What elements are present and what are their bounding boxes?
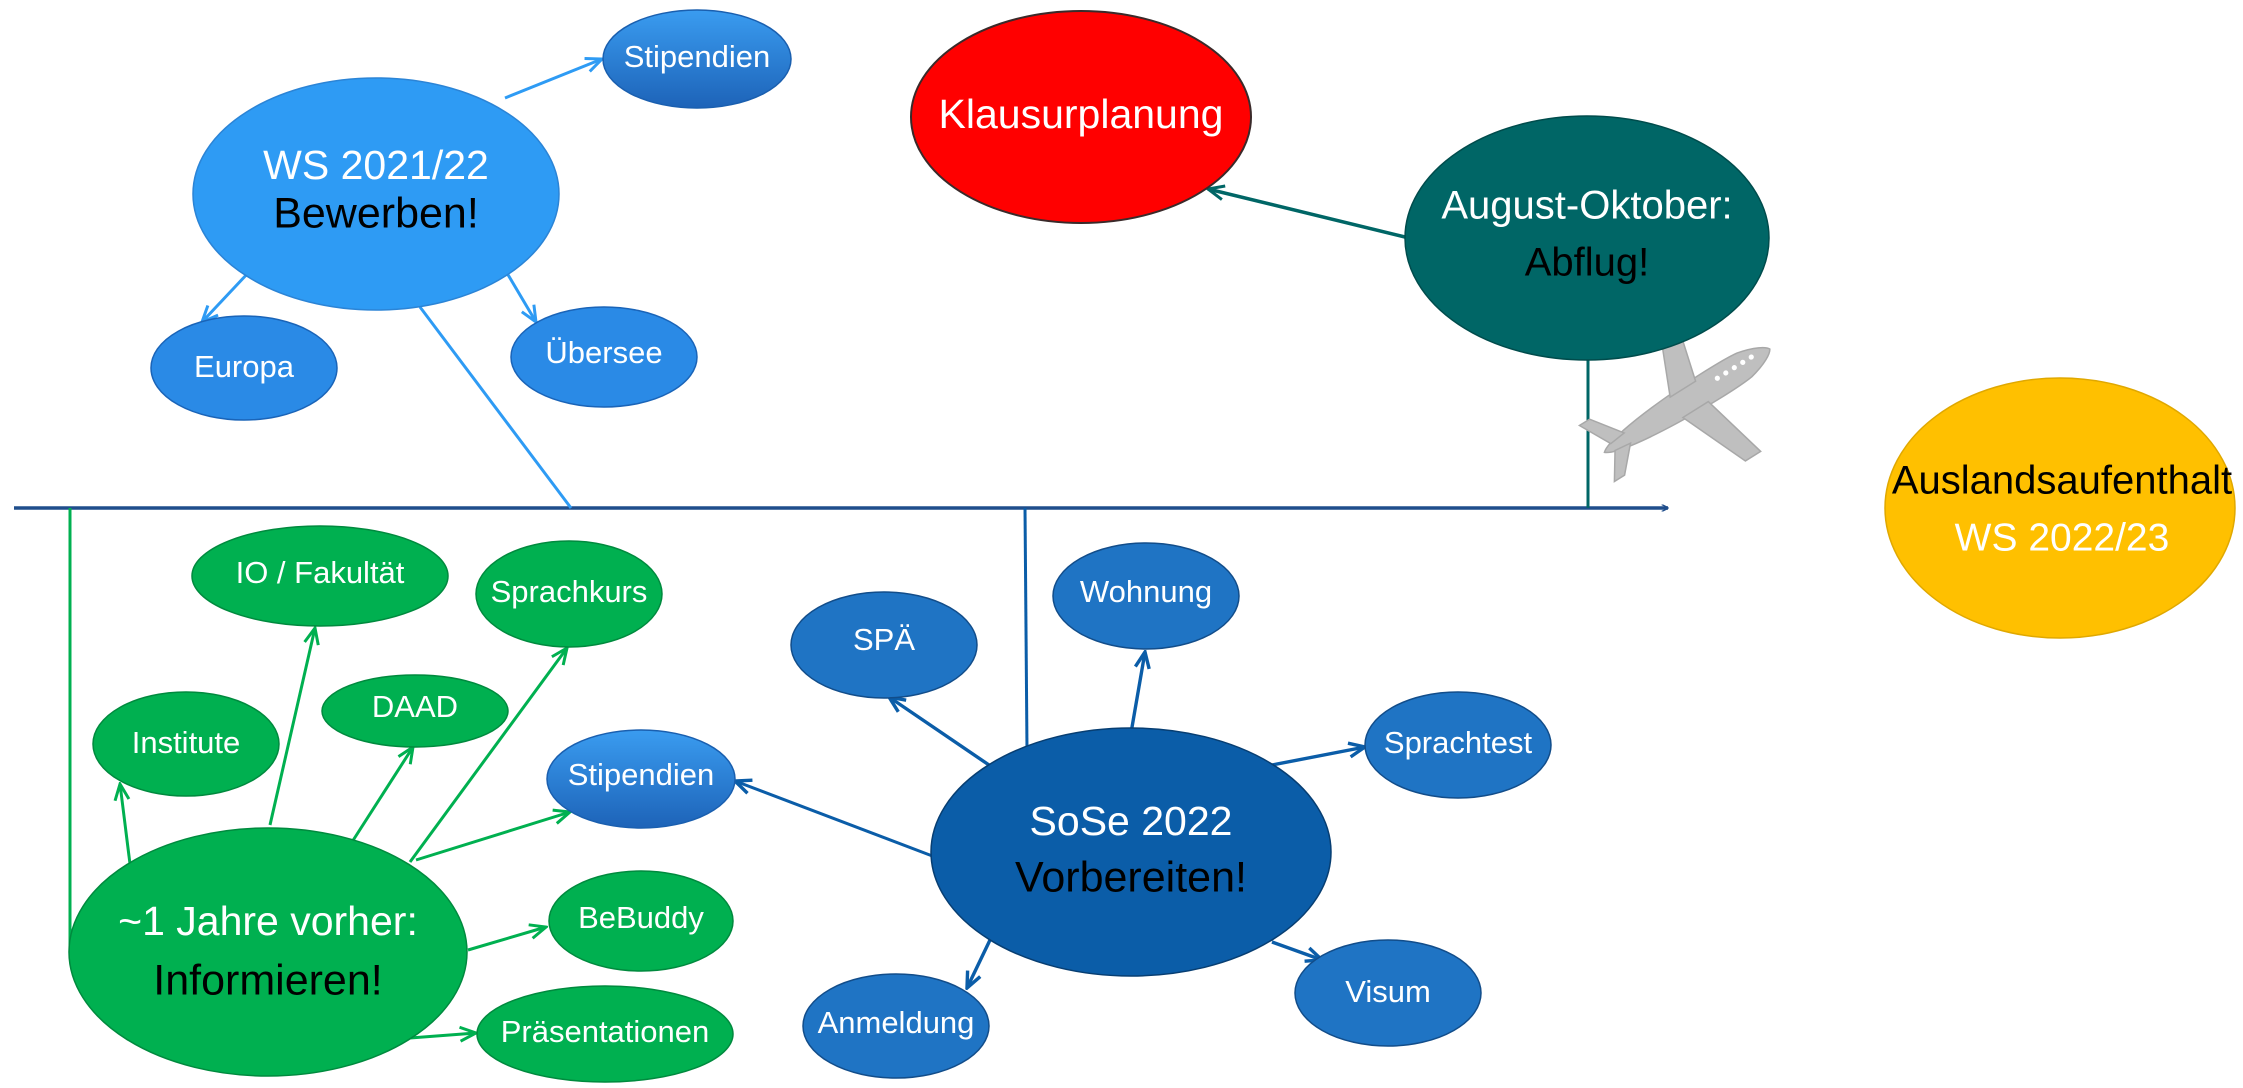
apply-uebersee-bubble: Übersee [510,306,698,408]
departure-phase-node: August-Oktober: Abflug! [1404,115,1770,361]
inform-to-sprachkurs-arrow [408,648,567,863]
apply-phase-node: WS 2021/22 Bewerben! [192,77,560,311]
apply-to-timeline-line [418,306,573,509]
exam-planning-label: Klausurplanung [939,91,1224,137]
inform-institute-label: Institute [132,725,241,760]
apply-to-europa-arrow [202,270,251,322]
prepare-to-spa-arrow [889,697,990,767]
inform-institute-bubble: Institute [92,691,280,797]
prepare-spa-bubble: SPÄ [790,591,978,699]
exam-planning-node: Klausurplanung [910,10,1252,224]
apply-europa-bubble: Europa [150,315,338,421]
prepare-wohnung-label: Wohnung [1080,574,1212,609]
prepare-sprachtest-bubble: Sprachtest [1364,691,1552,799]
apply-to-uebersee-arrow [505,272,536,322]
inform-io-fakultaet-bubble: IO / Fakultät [191,525,449,627]
inform-to-institute-arrow [120,784,132,865]
prepare-spa-label: SPÄ [853,622,915,657]
abroad-title: Auslandsaufenthalt [1892,459,2232,503]
abroad-node: Auslandsaufenthalt WS 2022/23 [1884,377,2236,639]
inform-daad-label: DAAD [372,689,458,724]
prepare-to-anmeldung-arrow [967,939,992,988]
prepare-anmeldung-label: Anmeldung [818,1005,975,1040]
inform-stipendien-label: Stipendien [568,757,715,792]
inform-sprachkurs-bubble: Sprachkurs [475,540,663,648]
inform-to-praesentationen-arrow [409,1033,476,1038]
inform-to-io-fakultaet-arrow [268,628,315,826]
inform-stipendien-bubble: Stipendien [546,729,736,829]
inform-phase-node: ~1 Jahre vorher: Informieren! [68,827,468,1077]
apply-phase-title: WS 2021/22 [263,142,489,188]
inform-bebuddy-label: BeBuddy [578,900,704,935]
prepare-sprachtest-label: Sprachtest [1384,725,1533,760]
prepare-to-timeline-line [1023,507,1029,751]
apply-stipendien-bubble: Stipendien [602,9,792,109]
inform-io-fakultaet-label: IO / Fakultät [236,555,405,590]
departure-to-klausurplanung-arrow [1208,189,1406,239]
prepare-to-stipendien-arrow [735,781,936,859]
inform-phase-title: ~1 Jahre vorher: [118,898,418,944]
apply-phase-action: Bewerben! [273,189,479,237]
apply-europa-label: Europa [194,349,295,384]
prepare-phase-action: Vorbereiten! [1015,853,1247,901]
prepare-visum-bubble: Visum [1294,939,1482,1047]
departure-phase-action: Abflug! [1525,241,1650,285]
airplane-icon [1577,311,1771,483]
prepare-to-wohnung-arrow [1129,652,1145,734]
prepare-anmeldung-bubble: Anmeldung [802,973,990,1079]
inform-praesentationen-bubble: Präsentationen [476,985,734,1083]
abroad-term: WS 2022/23 [1955,516,2170,559]
inform-praesentationen-label: Präsentationen [501,1014,710,1049]
prepare-visum-label: Visum [1345,974,1431,1009]
inform-daad-bubble: DAAD [321,674,509,748]
prepare-to-sprachtest-arrow [1271,747,1365,767]
apply-stipendien-label: Stipendien [624,39,771,74]
apply-to-stipendien-arrow [504,59,602,100]
inform-phase-action: Informieren! [153,956,382,1004]
prepare-phase-node: SoSe 2022 Vorbereiten! [930,727,1332,977]
inform-to-daad-arrow [350,747,413,843]
departure-phase-title: August-Oktober: [1441,184,1732,228]
inform-to-bebuddy-arrow [467,927,546,952]
prepare-phase-title: SoSe 2022 [1030,798,1233,844]
prepare-wohnung-bubble: Wohnung [1052,542,1240,650]
inform-bebuddy-bubble: BeBuddy [548,870,734,972]
inform-to-stipendien-arrow [415,812,570,862]
prepare-to-visum-arrow [1271,940,1322,960]
apply-uebersee-label: Übersee [545,335,662,370]
inform-sprachkurs-label: Sprachkurs [491,574,648,609]
